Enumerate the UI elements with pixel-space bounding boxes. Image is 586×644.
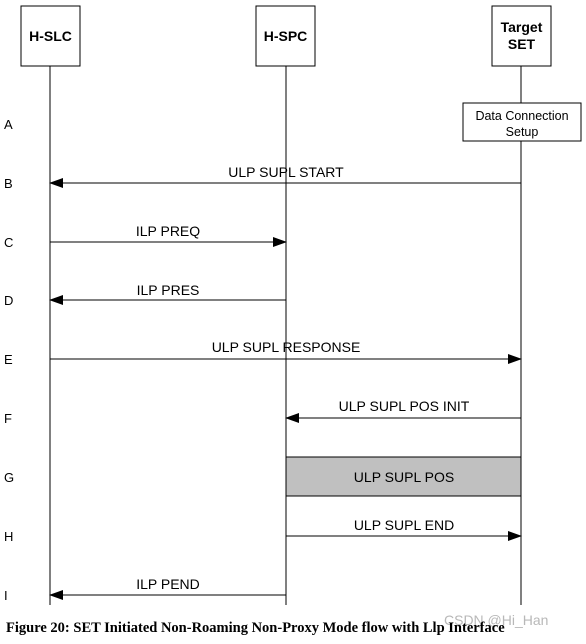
- entity-hslc-label: H-SLC: [29, 28, 72, 44]
- message-ilp-preq: ILP PREQ: [50, 223, 287, 247]
- message-ulp-supl-response: ULP SUPL RESPONSE: [50, 339, 522, 364]
- entity-hslc: H-SLC: [20, 5, 81, 67]
- step-label-g: G: [4, 470, 14, 485]
- label-ulp-supl-pos-init: ULP SUPL POS INIT: [339, 398, 470, 414]
- note-line1: Data Connection: [475, 109, 568, 123]
- watermark: CSDN @Hi_Han: [444, 612, 549, 628]
- figure-caption: Figure 20: SET Initiated Non-Roaming Non…: [6, 620, 505, 636]
- entity-set: Target SET: [491, 5, 552, 67]
- message-ilp-pend: ILP PEND: [49, 576, 286, 600]
- label-ulp-supl-response: ULP SUPL RESPONSE: [212, 339, 361, 355]
- message-ulp-supl-pos-init: ULP SUPL POS INIT: [285, 398, 521, 423]
- message-ilp-pres: ILP PRES: [49, 282, 286, 305]
- label-ilp-pres: ILP PRES: [137, 282, 200, 298]
- step-label-e: E: [4, 352, 13, 367]
- entity-hspc: H-SPC: [255, 5, 316, 67]
- message-ulp-supl-pos: ULP SUPL POS: [285, 456, 522, 497]
- entity-hspc-label: H-SPC: [264, 28, 308, 44]
- step-label-d: D: [4, 293, 13, 308]
- note-line2: Setup: [506, 125, 539, 139]
- label-ilp-preq: ILP PREQ: [136, 223, 200, 239]
- note-data-connection-setup: Data Connection Setup: [462, 102, 582, 142]
- box-ulp-supl-pos: [285, 456, 522, 497]
- step-label-a: A: [4, 117, 13, 132]
- label-ulp-supl-end: ULP SUPL END: [354, 517, 454, 533]
- step-label-i: I: [4, 588, 8, 603]
- step-label-b: B: [4, 176, 13, 191]
- message-ulp-supl-start: ULP SUPL START: [49, 164, 521, 188]
- step-label-f: F: [4, 411, 12, 426]
- label-ulp-supl-start: ULP SUPL START: [228, 164, 344, 180]
- label-ilp-pend: ILP PEND: [136, 576, 200, 592]
- step-label-c: C: [4, 235, 13, 250]
- message-ulp-supl-end: ULP SUPL END: [286, 517, 522, 541]
- step-label-h: H: [4, 529, 13, 544]
- entity-set-label-line1: Target: [501, 19, 543, 35]
- label-ulp-supl-pos: ULP SUPL POS: [354, 469, 454, 485]
- entity-set-label-line2: SET: [508, 36, 536, 52]
